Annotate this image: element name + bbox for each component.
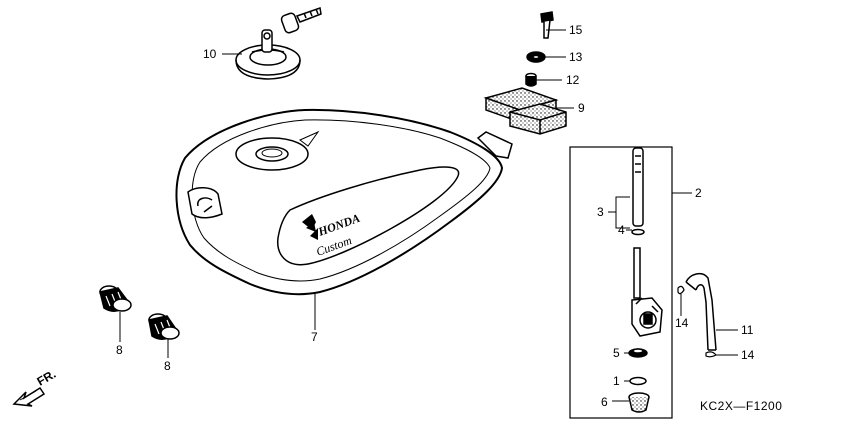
o-ring-lower — [629, 376, 647, 386]
callout-9: 9 — [578, 101, 585, 115]
collar — [525, 72, 537, 87]
callout-7: 7 — [311, 330, 318, 344]
sediment-cup — [628, 392, 650, 413]
callout-2: 2 — [695, 186, 702, 200]
fuel-tube — [685, 272, 717, 351]
callout-11: 11 — [741, 323, 754, 337]
callout-10: 10 — [203, 47, 217, 61]
washer — [526, 51, 546, 63]
callout-13: 13 — [569, 50, 583, 64]
fuel-valve-group-box — [569, 146, 673, 419]
tube-clip-upper — [677, 285, 685, 295]
callout-8-left: 8 — [116, 343, 123, 357]
tube-clip-lower — [705, 351, 717, 358]
fuel-valve-body — [631, 247, 663, 337]
callout-4: 4 — [618, 223, 625, 237]
front-indicator-label: FR. — [35, 367, 59, 389]
callout-1: 1 — [613, 374, 620, 388]
valve-gasket — [628, 348, 648, 358]
fuel-tank — [175, 108, 513, 296]
rubber-cap-right — [148, 313, 180, 340]
callout-5: 5 — [613, 346, 620, 360]
callout-3: 3 — [597, 205, 604, 219]
front-arrow-icon — [12, 386, 46, 407]
callout-14-lower: 14 — [741, 348, 755, 362]
fuel-cap — [235, 29, 301, 80]
ignition-key — [280, 6, 322, 34]
leader-lines — [119, 29, 738, 402]
rubber-cap-left — [99, 285, 132, 312]
o-ring-upper — [631, 228, 645, 236]
callout-14-upper: 14 — [675, 316, 689, 330]
callout-12: 12 — [566, 73, 580, 87]
bolt — [540, 11, 554, 39]
tank-mounting-rubber — [483, 87, 567, 135]
callout-15: 15 — [569, 23, 583, 37]
callout-6: 6 — [601, 395, 608, 409]
drawing-code: KC2X—F1200 — [700, 399, 782, 413]
callout-8-right: 8 — [164, 359, 171, 373]
fuel-filter-pipe — [632, 147, 644, 227]
